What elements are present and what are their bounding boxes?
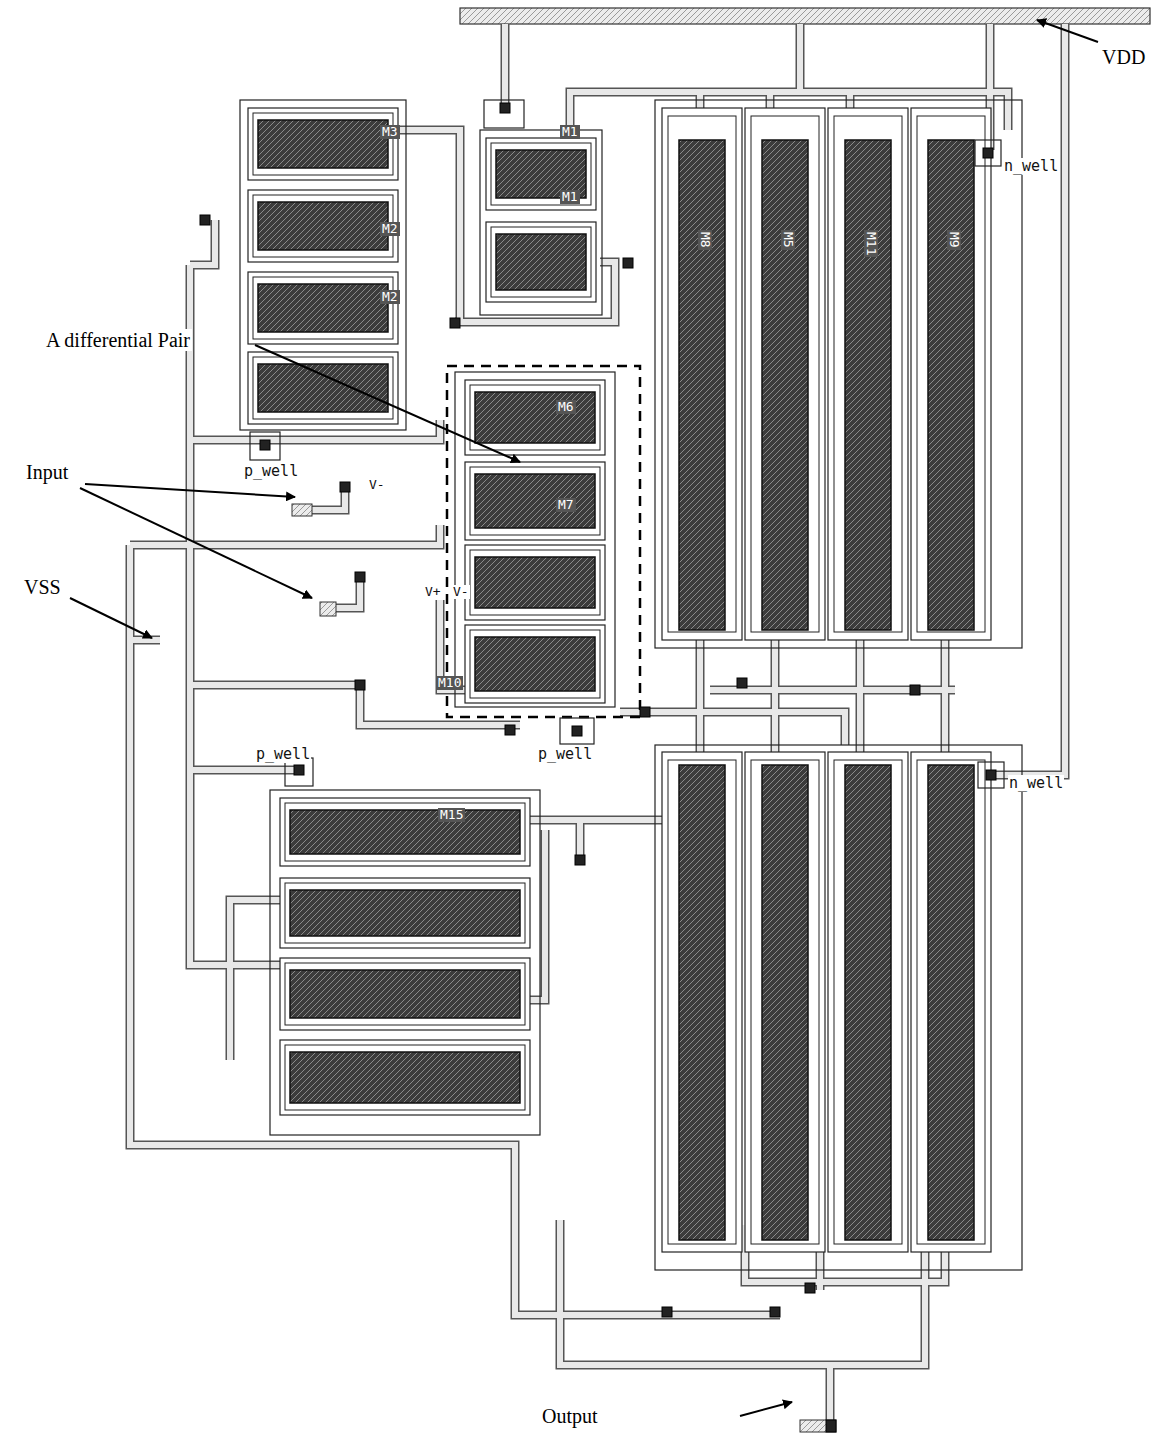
pin-label: VSS — [22, 576, 63, 598]
device-name: M1 — [560, 190, 580, 204]
device-name: M3 — [380, 125, 400, 139]
pin-label: Output — [540, 1405, 600, 1427]
device-name: M5 — [781, 230, 795, 250]
device-name: M2 — [380, 290, 400, 304]
device-name: M1 — [560, 125, 580, 139]
signal-name: V+ — [424, 585, 442, 599]
well-label: n_well — [1008, 775, 1064, 792]
well-label: p_well — [537, 746, 593, 763]
device-name: M15 — [438, 808, 465, 822]
pin-label: Input — [24, 461, 70, 483]
device-name: M9 — [947, 230, 961, 250]
device-name: M8 — [698, 230, 712, 250]
well-label: n_well — [1003, 158, 1059, 175]
device-name: M2 — [380, 222, 400, 236]
signal-name: V- — [368, 478, 386, 492]
device-name: M11 — [864, 230, 878, 257]
device-name: M10 — [436, 676, 463, 690]
signal-name: V- — [452, 585, 470, 599]
well-label: p_well — [243, 463, 299, 480]
well-label: p_well — [255, 746, 311, 763]
supply-label: VDD — [1100, 46, 1147, 68]
annotation-label: A differential Pair — [44, 329, 192, 351]
device-name: M6 — [556, 400, 576, 414]
device-name: M7 — [556, 498, 576, 512]
